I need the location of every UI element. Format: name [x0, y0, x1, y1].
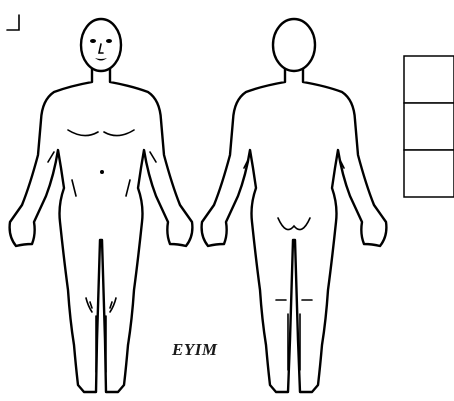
figure-caption: EYIM [172, 340, 217, 360]
front-chest-lines [68, 130, 134, 136]
legend-row-2 [404, 103, 454, 150]
legend-box [404, 56, 454, 197]
back-body-figure [202, 19, 387, 392]
front-knee-marks [86, 298, 116, 312]
legend-row-1 [404, 56, 454, 103]
back-gluteal-lines [278, 218, 310, 230]
corner-mark [7, 15, 19, 30]
back-body-outline [202, 69, 387, 392]
front-body-outline [10, 69, 193, 392]
legend-row-3 [404, 150, 454, 197]
front-face [90, 39, 112, 61]
front-body-figure [10, 19, 193, 392]
front-navel [100, 170, 104, 174]
back-head [273, 19, 315, 71]
